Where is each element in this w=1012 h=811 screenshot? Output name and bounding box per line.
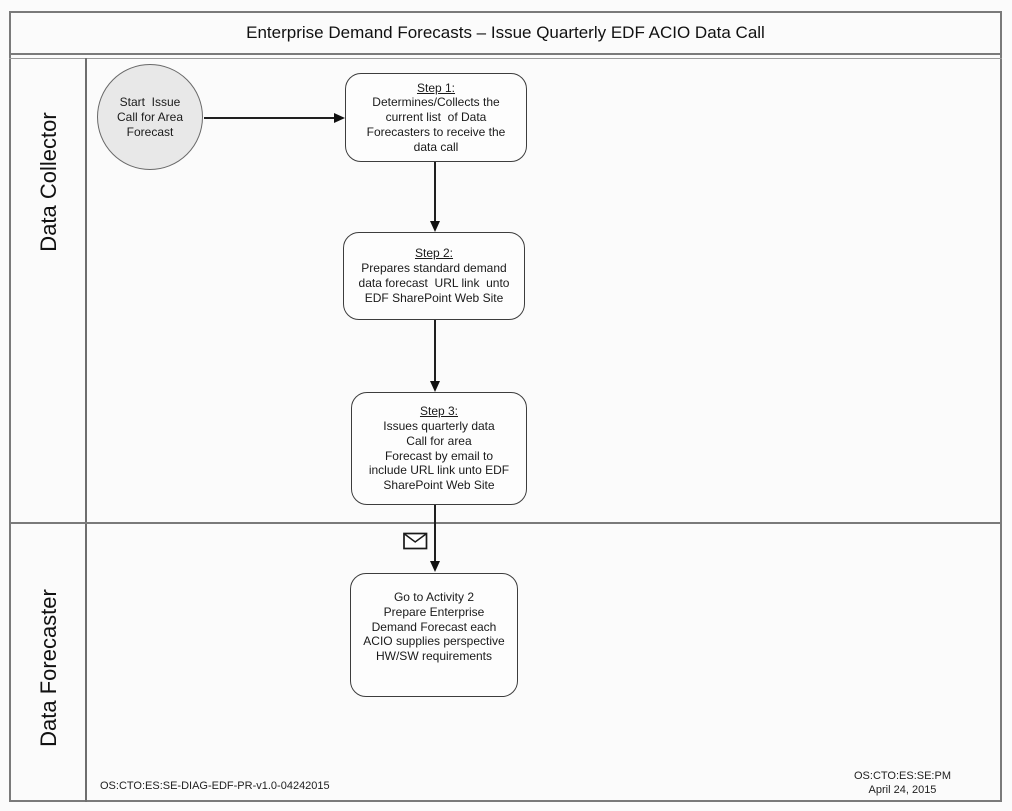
step3-body: Issues quarterly data Call for area Fore… [368, 418, 510, 493]
step2-node: Step 2: Prepares standard demand data fo… [343, 232, 525, 320]
connector-step3-to-activity [434, 505, 436, 563]
title-band-divider [9, 53, 1002, 55]
content-top-line [9, 58, 1002, 59]
lane-divider [9, 522, 1002, 524]
diagram-title: Enterprise Demand Forecasts – Issue Quar… [246, 23, 765, 42]
document-owner-date: OS:CTO:ES:SE:PM April 24, 2015 [854, 770, 951, 796]
lane-label-data-forecaster: Data Forecaster [36, 589, 61, 747]
step1-body: Determines/Collects the current list of … [366, 95, 506, 154]
connector-start-to-step1 [204, 117, 336, 119]
arrowhead-down-icon [430, 221, 440, 232]
lane-label-column-divider [85, 58, 87, 802]
activity2-body: Go to Activity 2 Prepare Enterprise Dema… [363, 590, 505, 664]
connector-step2-to-step3 [434, 320, 436, 383]
diagram-border [9, 11, 1002, 802]
start-node: Start Issue Call for Area Forecast [97, 64, 203, 170]
step1-node: Step 1: Determines/Collects the current … [345, 73, 527, 162]
arrowhead-down-icon [430, 561, 440, 572]
lane-label-data-collector: Data Collector [36, 112, 61, 252]
step3-node: Step 3: Issues quarterly data Call for a… [351, 392, 527, 505]
activity2-node: Go to Activity 2 Prepare Enterprise Dema… [350, 573, 518, 697]
step1-header: Step 1: [416, 80, 456, 95]
envelope-icon [403, 532, 428, 550]
arrowhead-down-icon [430, 381, 440, 392]
step2-body: Prepares standard demand data forecast U… [358, 261, 510, 305]
connector-step1-to-step2 [434, 162, 436, 223]
arrowhead-right-icon [334, 113, 345, 123]
start-node-label: Start Issue Call for Area Forecast [116, 94, 184, 139]
step2-header: Step 2: [414, 246, 454, 261]
step3-header: Step 3: [419, 404, 459, 419]
document-id: OS:CTO:ES:SE-DIAG-EDF-PR-v1.0-04242015 [100, 780, 330, 792]
